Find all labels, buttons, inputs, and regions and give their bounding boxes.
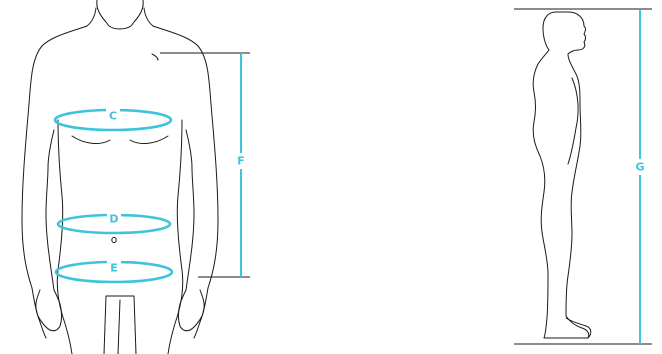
front-neck-outline	[97, 0, 143, 29]
waist-measurement: D	[58, 212, 170, 233]
height-measurement: G	[514, 9, 652, 344]
side-figure	[533, 12, 591, 338]
front-right-hand	[179, 290, 205, 331]
chest-label: C	[109, 110, 117, 123]
height-label: G	[635, 161, 644, 174]
front-collarbone	[152, 54, 158, 60]
front-torso-left	[57, 120, 72, 354]
front-right-inner-arm	[186, 130, 194, 290]
front-pec-left	[72, 136, 110, 143]
front-pec-right	[130, 136, 168, 143]
front-torso-right	[168, 120, 183, 354]
front-crotch-center	[118, 300, 120, 354]
torso-length-label: F	[237, 155, 245, 168]
hips-label: E	[110, 262, 118, 275]
side-body-outline	[533, 12, 589, 338]
front-left-hand	[36, 290, 62, 331]
front-neck-right	[144, 8, 153, 26]
front-navel	[112, 237, 116, 242]
front-left-inner-arm	[46, 130, 54, 290]
torso-length-measurement: F	[160, 53, 250, 277]
hips-measurement: E	[56, 260, 172, 282]
chest-measurement: C	[55, 108, 171, 130]
front-neck-left	[87, 8, 96, 26]
side-arm	[568, 78, 578, 164]
waist-label: D	[109, 213, 118, 226]
